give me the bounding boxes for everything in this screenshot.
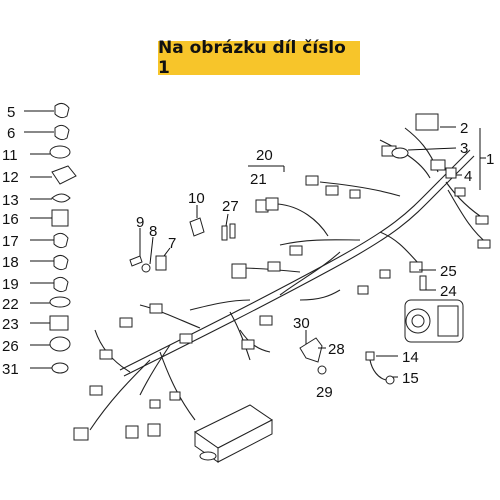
part-clip-6[interactable]: [54, 124, 70, 141]
part-band-22[interactable]: [49, 296, 71, 308]
callout-13: 13: [2, 192, 19, 209]
callout-16: 16: [2, 211, 19, 228]
callout-21: 21: [250, 171, 267, 188]
callout-5: 5: [7, 104, 15, 121]
callout-15: 15: [402, 370, 419, 387]
callout-12: 12: [2, 169, 19, 186]
cable-21[interactable]: [255, 197, 329, 237]
callout-19: 19: [2, 276, 19, 293]
screw-9[interactable]: [129, 255, 143, 267]
ecu-module[interactable]: [194, 404, 273, 463]
callout-14: 14: [402, 349, 419, 366]
callout-27: 27: [222, 198, 239, 215]
relay-2[interactable]: [415, 113, 439, 131]
callout-9: 9: [136, 214, 144, 231]
left-parts-column: [49, 102, 77, 374]
part-bracket-16[interactable]: [51, 209, 69, 227]
callout-7: 7: [168, 235, 176, 252]
nut-29[interactable]: [317, 365, 327, 375]
clip-7[interactable]: [155, 255, 167, 271]
callout-labels: 5 6 11 12 13 16 17 18 19 22 23 26 31 2 3…: [2, 104, 494, 401]
callout-23: 23: [2, 316, 19, 333]
part-number-banner: Na obrázku díl číslo 1: [158, 38, 360, 78]
callout-4: 4: [464, 168, 472, 185]
main-harness[interactable]: [89, 127, 489, 431]
callout-22: 22: [2, 296, 19, 313]
part-clip-18[interactable]: [53, 254, 69, 271]
bracket-10[interactable]: [189, 217, 205, 237]
part-clip-5[interactable]: [54, 102, 70, 119]
part-band-11[interactable]: [49, 145, 71, 159]
callout-25: 25: [440, 263, 457, 280]
callout-8: 8: [149, 223, 157, 240]
part-clip-31[interactable]: [51, 362, 69, 374]
seal-3[interactable]: [391, 147, 409, 159]
callout-26: 26: [2, 338, 19, 355]
clamp-27[interactable]: [221, 223, 236, 241]
part-clip-17[interactable]: [53, 232, 69, 249]
part-band-13[interactable]: [51, 193, 71, 203]
callout-11: 11: [2, 147, 18, 164]
sensor-25[interactable]: [419, 275, 427, 291]
callout-1: 1: [486, 151, 494, 168]
connector-4[interactable]: [445, 167, 457, 179]
callout-24: 24: [440, 283, 457, 300]
callout-18: 18: [2, 254, 19, 271]
part-sleeve-23[interactable]: [49, 315, 69, 331]
callout-20: 20: [256, 147, 273, 164]
part-band-26[interactable]: [49, 336, 71, 352]
washer-8[interactable]: [141, 263, 151, 273]
callout-6: 6: [7, 125, 15, 142]
sensor-14[interactable]: [365, 351, 395, 385]
callout-3: 3: [460, 140, 468, 157]
leader-lines: [24, 110, 486, 378]
harness-connectors: [73, 115, 491, 441]
throttle-body[interactable]: [404, 299, 464, 343]
callout-17: 17: [2, 233, 19, 250]
bracket-30[interactable]: [299, 337, 323, 363]
callout-2: 2: [460, 120, 468, 137]
part-clip-19[interactable]: [53, 276, 69, 293]
callout-29: 29: [316, 384, 333, 401]
callout-10: 10: [188, 190, 205, 207]
part-holder-12[interactable]: [51, 165, 77, 185]
callout-30: 30: [293, 315, 310, 332]
callout-28: 28: [328, 341, 345, 358]
callout-31: 31: [2, 361, 19, 378]
